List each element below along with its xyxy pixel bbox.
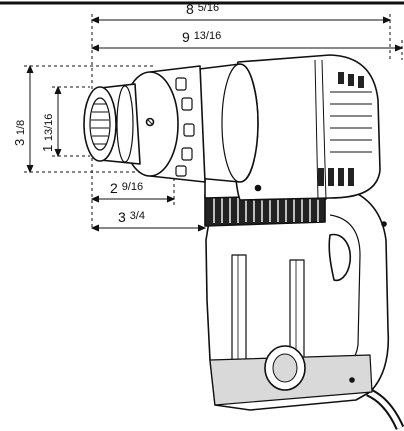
dimension-lines [24, 14, 404, 232]
dim-label-head: 3 3/4 [118, 209, 145, 225]
dim-label-nose: 2 9/16 [110, 180, 143, 196]
vent-slots [318, 72, 364, 186]
dim-label-height-inner: 1 13/16 [40, 114, 55, 152]
dim-label-height-outer: 3 1/8 [12, 120, 27, 146]
tool-illustration [83, 54, 404, 430]
trigger [328, 233, 352, 282]
dim-label-overall-a: 8 5/16 [186, 1, 219, 17]
dim-label-overall-b: 9 13/16 [182, 29, 221, 45]
